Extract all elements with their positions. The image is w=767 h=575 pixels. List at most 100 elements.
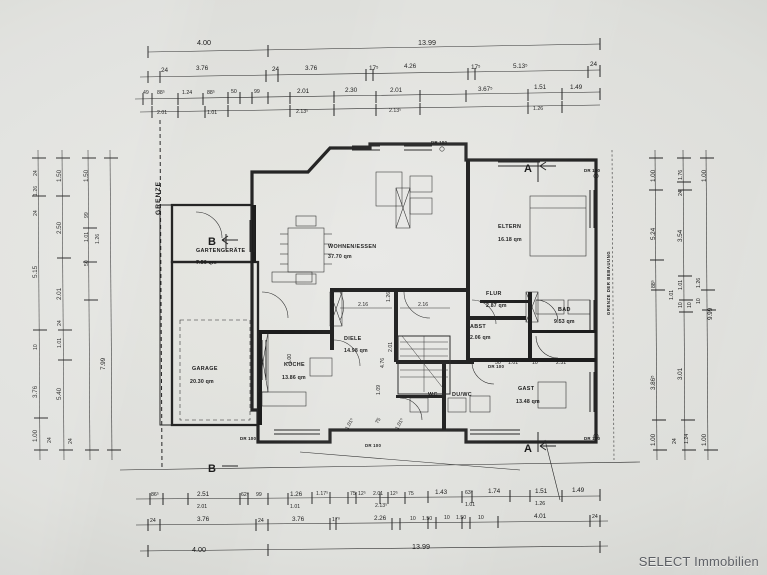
dim-bot2-4: 1.26	[535, 501, 545, 507]
door-tag-top: DR 100	[431, 140, 447, 145]
dim-top3-1: 88⁵	[157, 90, 165, 96]
dim-left1-3: 5.15	[32, 265, 39, 278]
dim-bot3-7: 1.50	[422, 516, 432, 522]
dim-left1-6: 1.00	[32, 429, 39, 442]
room-name-garage: GARAGE	[192, 366, 218, 372]
room-name-abst: ABST	[470, 324, 486, 330]
room-area-gast: 13.48 qm	[516, 399, 540, 405]
room-label-wohnen-essen: WOHNEN/ESSEN 37.70 qm	[328, 244, 376, 260]
door-tag-left: DR 100	[240, 436, 256, 441]
dim-left1-1: 1.26	[33, 186, 39, 196]
furniture-bath	[409, 299, 591, 413]
dim-bot3-0: 24	[150, 518, 156, 524]
left-dimension-chains: 24 1.26 24 5.15 10 3.76 1.00 24 1.50 2.5…	[32, 149, 121, 461]
dim-right1-4: 1.00	[650, 433, 657, 446]
door-tag-bottom: DR 100	[365, 443, 381, 448]
room-label-gartengeraete: GARTENGERÄTE 7.56 qm	[196, 247, 245, 266]
dim-left2-5: 5.40	[56, 387, 63, 400]
dim-top3-10: 1.51	[534, 84, 547, 91]
furniture-dining	[280, 215, 332, 285]
door-swings	[195, 211, 559, 421]
dim-top3-2: 1.24	[182, 90, 192, 96]
dim-bot1-8: 2.01	[373, 491, 383, 497]
dim-right2-2: 3.54	[677, 229, 684, 242]
room-area-kueche: 13.86 qm	[282, 375, 306, 381]
dim-right3-1: 1.26	[696, 278, 702, 288]
dim-top3-3: 88⁵	[207, 90, 215, 96]
room-area-bad: 9.53 qm	[554, 319, 575, 325]
dim-right2-3: 1.01	[678, 280, 684, 290]
room-area-garage: 20.30 qm	[190, 379, 214, 385]
dim-bot2-2: 2.13⁵	[375, 503, 387, 509]
dim-left2-2: 2.01	[56, 287, 63, 300]
dim-top-4-00: 4.00	[197, 38, 211, 47]
dim-bot1-14: 1.51	[535, 488, 548, 495]
door-tag-in: DR 100	[488, 364, 504, 369]
dim-left3-3: 50	[84, 260, 90, 266]
dim-bot1-11: 1.43	[435, 489, 448, 496]
dim-bot2-0: 2.01	[197, 504, 207, 510]
dim-top2-8: 24	[590, 61, 597, 68]
dim-int-8: 10	[532, 360, 538, 366]
dim-right3-4: 1.00	[701, 433, 708, 446]
dim-right2-7: 3.01	[677, 367, 684, 380]
dim-bot1-12: 63⁹	[465, 490, 473, 496]
dim-left3-2: 1.01	[84, 232, 90, 242]
dim-right1-0: 1.00	[650, 169, 657, 182]
dim-top2-1: 3.76	[196, 65, 209, 72]
dim-int-0: 2.16	[358, 302, 368, 308]
dim-bot1-10: 75	[408, 491, 414, 497]
dim-top3-7: 2.30	[345, 87, 358, 94]
furniture-upper	[375, 171, 433, 215]
dim-left3-1: 99	[84, 212, 90, 218]
door-tag-rb: DR 100	[584, 436, 600, 441]
dim-bot1-13: 1.74	[488, 488, 501, 495]
dim-top3-8: 2.01	[390, 87, 403, 94]
dim-left2-4: 1.01	[57, 338, 63, 348]
dim-bot1-7: 12⁵	[358, 491, 366, 497]
dim-top3-6: 2.01	[297, 88, 310, 95]
room-area-abst: 2.06 qm	[470, 335, 491, 341]
dim-top2-5: 4.26	[404, 63, 417, 70]
section-markers: A A B B	[208, 160, 556, 475]
dim-top4-4: 1.26	[533, 106, 543, 112]
room-name-wc: WC	[428, 392, 438, 398]
dim-right2-8: 24	[672, 438, 678, 444]
dim-int-10: 75	[374, 417, 382, 425]
dim-top3-5: 99	[254, 89, 260, 95]
room-area-flur: 2.87 qm	[486, 303, 507, 309]
dim-right2-9: 1.24	[684, 434, 690, 444]
dim-int-4: 4.76	[380, 358, 386, 368]
section-b-top-label: B	[208, 236, 216, 248]
dim-top2-6: 17⁵	[471, 64, 481, 71]
door-tag-rt: DR 100	[584, 168, 600, 173]
boundary-right-label: GRENZE DER BEBAUUNG	[606, 251, 611, 315]
dim-bot3-2: 24	[258, 518, 264, 524]
dim-bot4-1: 13.99	[412, 542, 430, 551]
dim-top3-9: 3.67⁵	[478, 86, 493, 93]
room-area-gartengeraete: 7.56 qm	[196, 260, 217, 266]
dim-top4-0: 2.01	[157, 110, 167, 116]
room-name-kueche: KÜCHE	[284, 361, 305, 368]
dim-right2-4: 1.01	[669, 290, 675, 300]
section-a-bottom-label: A	[524, 443, 532, 455]
dim-bot3-12: 24	[592, 514, 598, 520]
dim-bot1-5: 1.17⁵	[316, 491, 328, 497]
dim-left1-2: 24	[33, 210, 39, 216]
dim-bot1-6: 75	[350, 491, 356, 497]
dim-int-9: 2.51	[556, 360, 566, 366]
site-lines	[119, 439, 641, 501]
dim-int-13: 1.00	[287, 354, 293, 364]
dim-bot2-1: 1.01	[290, 504, 300, 510]
dim-top2-3: 3.76	[305, 65, 318, 72]
room-name-du: DU/WC	[452, 392, 472, 398]
dim-right3-3: 9.99	[707, 307, 714, 320]
dim-bot3-8: 10	[444, 515, 450, 521]
watermark: SELECT Immobilien	[638, 554, 759, 569]
furniture-kitchen	[261, 271, 333, 407]
room-label-abst: ABST 2.06 qm	[470, 324, 491, 341]
dim-left2-3: 24	[57, 320, 63, 326]
dim-bot3-9: 1.50	[456, 515, 466, 521]
dim-bot3-11: 4.01	[534, 513, 547, 520]
